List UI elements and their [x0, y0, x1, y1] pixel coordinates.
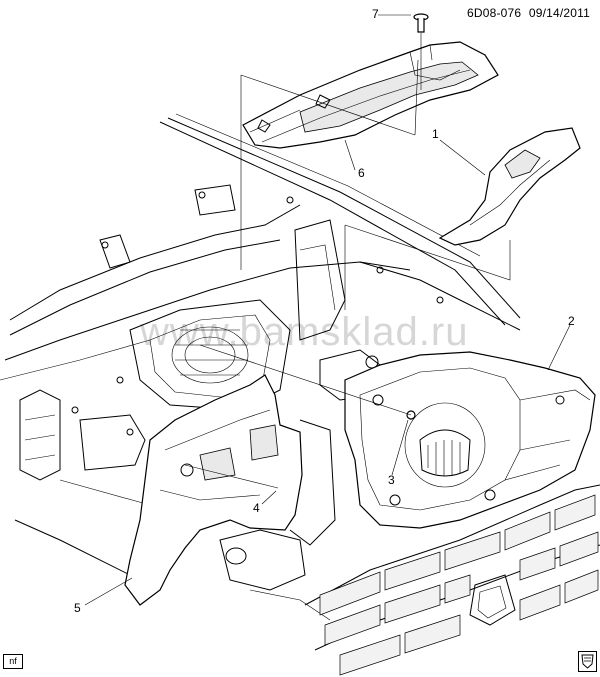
- part-5-insulator-left: [124, 374, 303, 606]
- callout-3: 3: [388, 473, 395, 487]
- callout-6: 6: [358, 166, 365, 180]
- callout-labels: 7 6 1 2 3 4 5: [74, 7, 575, 615]
- watermark: www.bamsklad.ru: [139, 310, 468, 354]
- diagram-header: 6D08-076 09/14/2011: [467, 6, 590, 20]
- callout-7: 7: [372, 7, 379, 21]
- diagram-date: 09/14/2011: [528, 6, 590, 20]
- front-grille: [304, 484, 600, 676]
- footer-tag: nf: [3, 654, 23, 669]
- callout-1: 1: [432, 127, 439, 141]
- callout-2: 2: [568, 314, 575, 328]
- part-7-push-pin: [413, 13, 429, 33]
- part-1-insulator: [438, 127, 581, 246]
- vehicle-body-structure: [0, 113, 521, 621]
- part-2-insulator-right: [344, 351, 596, 529]
- part-6-cowl-panel: [242, 41, 499, 149]
- leader-lines: [84, 14, 571, 606]
- diagram-code: 6D08-076: [466, 6, 522, 20]
- callout-4: 4: [253, 501, 260, 515]
- callout-5: 5: [74, 601, 81, 615]
- brand-logo-icon: [578, 651, 597, 672]
